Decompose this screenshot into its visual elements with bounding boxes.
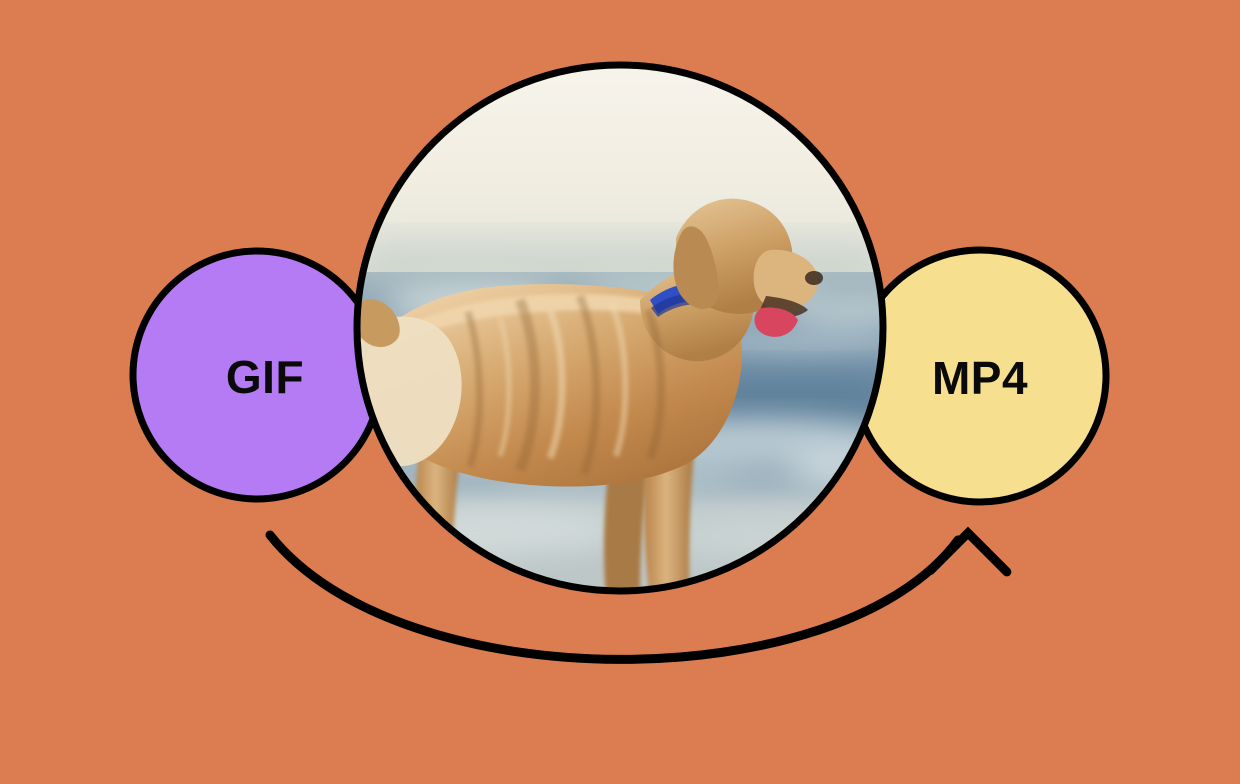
dog-rear-haunch <box>358 316 462 467</box>
conversion-arrow <box>265 526 1012 664</box>
arrow-curve <box>265 530 963 664</box>
mp4-label: MP4 <box>932 352 1028 404</box>
media-circle-outline[interactable] <box>353 61 887 595</box>
dog-front-leg-far <box>603 455 650 591</box>
dog-nose <box>805 271 823 285</box>
dog-front-leg-near <box>643 450 694 591</box>
dog-tail <box>357 299 400 347</box>
dog-fur-shading <box>464 294 666 476</box>
arrow-head-icon <box>926 526 1012 577</box>
dog-fur-highlights <box>497 302 629 460</box>
dog-muzzle <box>753 249 819 311</box>
target-format-badge[interactable]: MP4 <box>850 246 1110 506</box>
dog-tongue <box>754 307 798 337</box>
dog-body <box>360 283 742 487</box>
gif-label: GIF <box>226 351 304 403</box>
source-format-badge[interactable]: GIF <box>129 247 385 503</box>
dog-ear <box>673 226 719 309</box>
photo-dog <box>357 198 823 591</box>
